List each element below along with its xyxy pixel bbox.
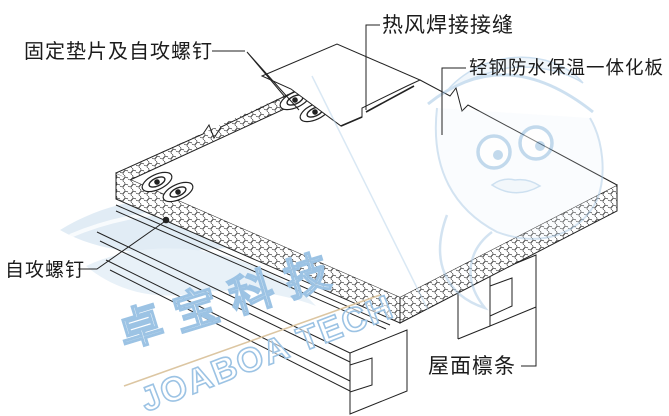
leader-weld-seam [365, 24, 380, 110]
leader-screw [78, 221, 165, 270]
label-weld-seam: 热风焊接接缝 [382, 14, 514, 37]
watermark-mascot [311, 56, 604, 311]
label-panel: 轻钢防水保温一体化板 [469, 57, 664, 78]
purlin-front [96, 231, 408, 415]
leader-washer-screw [212, 50, 300, 111]
leader-lines [78, 24, 537, 367]
upper-panel [260, 43, 422, 127]
weld-seam [365, 85, 415, 113]
leader-panel [441, 67, 466, 135]
washer-icon [162, 181, 194, 203]
washer-icon [141, 171, 173, 193]
label-purlin: 屋面檩条 [428, 355, 516, 378]
screw-icon [162, 216, 170, 224]
label-washer-screw: 固定垫片及自攻螺钉 [24, 40, 213, 63]
watermark-tan-line [123, 294, 381, 387]
leader-purlin [521, 307, 537, 367]
panel-back-left-edge [115, 73, 332, 174]
label-screw: 自攻螺钉 [5, 259, 85, 281]
